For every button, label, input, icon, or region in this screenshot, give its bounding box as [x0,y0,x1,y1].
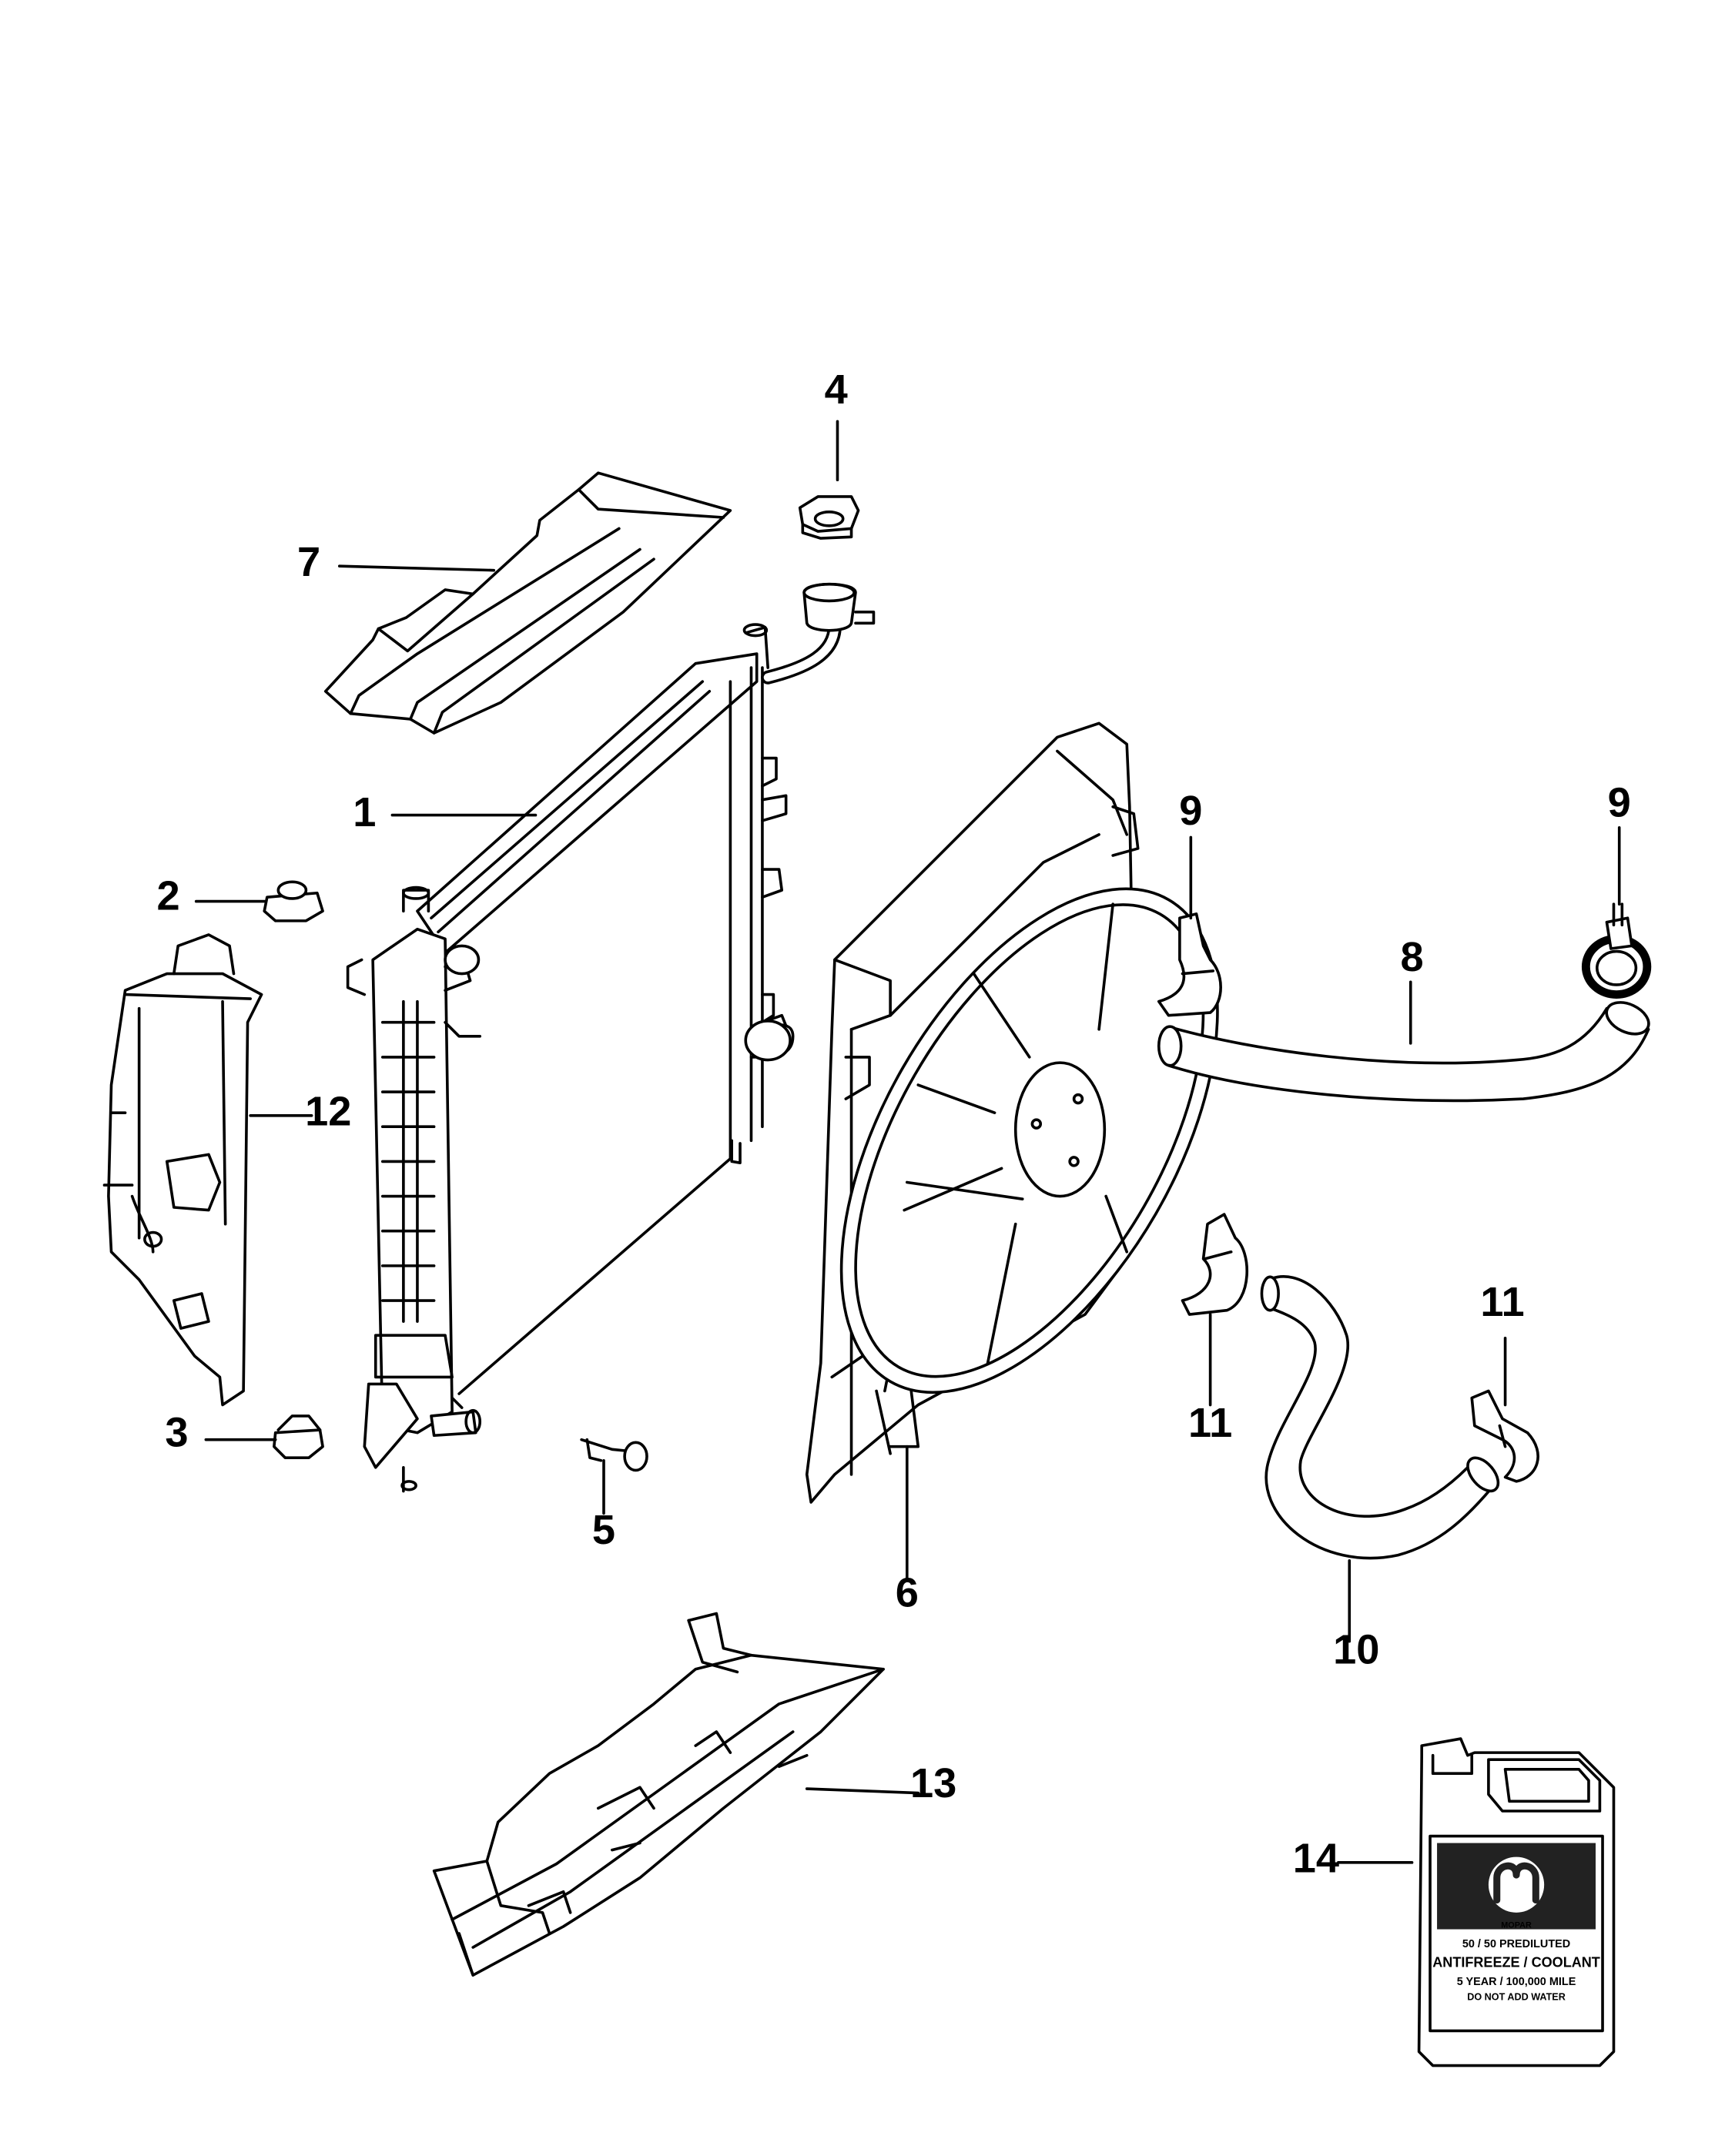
callout-13: 13 [910,1760,956,1806]
leader-lines [194,420,1621,1864]
hose-clamp-upper-left [1157,912,1222,1017]
callout-5: 5 [592,1507,615,1553]
left-air-seal [102,933,263,1407]
callout-12: 12 [305,1088,351,1134]
jug-line-2: ANTIFREEZE / COOLANT [1432,1954,1600,1970]
callout-2: 2 [157,872,180,919]
jug-line-3: 5 YEAR / 100,000 MILE [1457,1976,1576,1988]
lower-insulator [273,1414,324,1459]
hose-clamp-lower-right [1470,1389,1539,1483]
upper-insulator [263,880,324,922]
hose-clamp-lower-left [1181,1213,1248,1316]
radiator-cap [798,495,860,540]
callout-3: 3 [165,1410,188,1456]
callout-numbers: 1 2 3 4 5 6 7 8 9 9 10 11 11 12 13 14 [157,367,1631,1882]
callout-4: 4 [825,367,848,413]
upper-radiator-hose [1157,1001,1650,1103]
jug-label-text: MOPAR 50 / 50 PREDILUTED ANTIFREEZE / CO… [1432,1921,1600,2003]
callout-1: 1 [353,789,376,835]
fan-shroud-assembly [805,721,1219,1504]
jug-line-1: 50 / 50 PREDILUTED [1462,1938,1570,1950]
callout-10: 10 [1333,1627,1379,1673]
jug-brand: MOPAR [1501,1921,1532,1930]
lower-air-deflector [432,1612,885,1977]
hose-clamp-upper-right [1581,902,1652,999]
upper-radiator-shield [323,471,732,735]
callout-9-left: 9 [1179,788,1202,834]
callout-7: 7 [297,539,320,585]
coolant-jug [1417,1737,1616,2067]
callout-11-left: 11 [1188,1400,1232,1446]
callout-8: 8 [1400,934,1423,980]
callout-14: 14 [1293,1835,1339,1881]
drain-cock [580,1438,648,1472]
jug-line-4: DO NOT ADD WATER [1467,1992,1566,2003]
lower-radiator-hose [1260,1275,1500,1560]
radiator [346,582,876,1493]
callout-9-right: 9 [1608,779,1631,825]
callout-6: 6 [896,1569,919,1615]
callout-11-right: 11 [1480,1279,1524,1325]
